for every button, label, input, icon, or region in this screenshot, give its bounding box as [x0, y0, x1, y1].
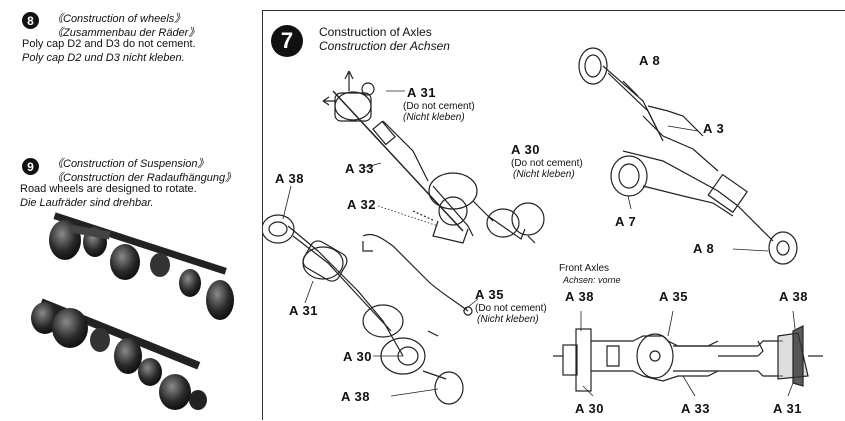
step-7-number: 7	[280, 28, 294, 53]
step-8-title-de: 《Zusammenbau der Räder》	[52, 27, 200, 39]
label-a33-top: A 33	[345, 161, 374, 176]
rear-axle-assembled	[578, 47, 798, 265]
label-front-a33: A 33	[681, 401, 710, 416]
step-7-badge: 7	[271, 25, 303, 57]
step-8-title-en: 《Construction of wheels》	[52, 13, 186, 25]
label-a38-bottom: A 38	[341, 389, 370, 404]
front-axles-title-en: Front Axles	[559, 263, 610, 274]
label-a38-left: A 38	[275, 171, 304, 186]
rear-axle-exploded-lower	[263, 214, 473, 405]
suspension-unit-lower	[31, 298, 207, 410]
label-a30-bottom: A 30	[343, 349, 372, 364]
step-7-panel: 7 Construction of Axles Construction der…	[262, 10, 845, 420]
label-a31-top: A 31	[407, 85, 436, 100]
label-a35-note-de: (Nicht kleben)	[477, 314, 539, 325]
suspension-photo	[31, 212, 234, 410]
step-9-number: 9	[27, 159, 34, 174]
label-a3: A 3	[703, 121, 725, 136]
step-8-note-en: Poly cap D2 and D3 do not cement.	[22, 38, 196, 50]
label-a31-left: A 31	[289, 303, 318, 318]
step-9-badge: 9	[22, 158, 39, 175]
label-a35-mid: A 35	[475, 287, 504, 302]
step-8-badge: 8	[22, 12, 39, 29]
step-8-note-de: Poly cap D2 und D3 nicht kleben.	[22, 52, 185, 64]
step-9-title-de: 《Construction der Radaufhängung》	[52, 172, 237, 184]
step-7-title-de: Construction der Achsen	[319, 39, 450, 53]
step-9-note-de: Die Laufräder sind drehbar.	[20, 197, 154, 209]
label-a30-note-en: (Do not cement)	[511, 158, 583, 169]
label-a35-note-en: (Do not cement)	[475, 303, 547, 314]
label-front-a35: A 35	[659, 289, 688, 304]
label-a7: A 7	[615, 214, 637, 229]
label-a8-top: A 8	[639, 53, 661, 68]
step-9-note-en: Road wheels are designed to rotate.	[20, 183, 197, 195]
front-axle	[553, 325, 823, 392]
label-front-a31: A 31	[773, 401, 802, 416]
suspension-unit-upper	[49, 212, 234, 320]
label-a8-bottom: A 8	[693, 241, 715, 256]
step-9-title-en: 《Construction of Suspension》	[52, 158, 209, 170]
label-a32: A 32	[347, 197, 376, 212]
label-a30-note-de: (Nicht kleben)	[513, 169, 575, 180]
step-8-number: 8	[27, 13, 34, 28]
label-front-a38-right: A 38	[779, 289, 808, 304]
label-front-a30: A 30	[575, 401, 604, 416]
front-axles-title-de: Achsen: vorne	[563, 275, 621, 285]
label-a30-top: A 30	[511, 142, 540, 157]
left-column: 8 《Construction of wheels》 《Zusammenbau …	[0, 0, 258, 420]
rear-axle-exploded-upper	[322, 70, 545, 244]
step-7-title-en: Construction of Axles	[319, 25, 432, 39]
label-a31-note-de: (Nicht kleben)	[403, 112, 465, 123]
axle-line-art	[263, 47, 823, 405]
label-front-a38-left: A 38	[565, 289, 594, 304]
label-a31-note-en: (Do not cement)	[403, 101, 475, 112]
